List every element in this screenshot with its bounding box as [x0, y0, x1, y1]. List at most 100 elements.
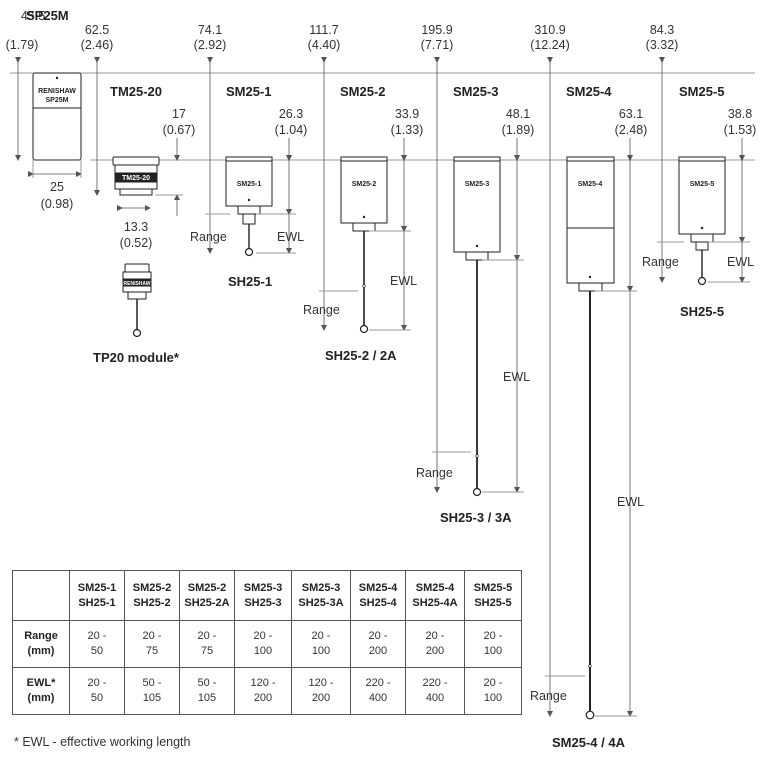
table-row-label: EWL*(mm)	[12, 667, 70, 715]
tm25-length-mm: 62.5	[85, 23, 109, 37]
sm4-title: SM25-4	[566, 84, 612, 99]
sm1-range-label: Range	[190, 230, 227, 244]
table-cell: 120 -200	[291, 667, 351, 715]
tm25-title: TM25-20	[110, 84, 162, 99]
table-cell: 50 -105	[179, 667, 235, 715]
sp25m-length-in: (1.79)	[6, 38, 39, 52]
sh3-title: SH25-3 / 3A	[440, 510, 512, 525]
sm2-ewl-label: EWL	[390, 274, 417, 288]
table-row-range: Range(mm) 20 -50 20 -75 20 -75 20 -100 2…	[12, 620, 522, 668]
sm5-body: SM25-5	[678, 156, 726, 286]
footnote: * EWL - effective working length	[14, 735, 191, 749]
sm4-range-label: Range	[530, 689, 567, 703]
table-cell: 20 -75	[179, 620, 235, 668]
sm3-body: SM25-3	[453, 156, 501, 497]
table-cell: 20 -100	[234, 620, 292, 668]
tm25-length-in: (2.46)	[81, 38, 114, 52]
tm25-body: TM25-20	[112, 156, 160, 196]
sm4-module-dim-in: (2.48)	[615, 123, 648, 137]
sm1-module-dim-mm: 26.3	[279, 107, 303, 121]
sm2-range-label: Range	[303, 303, 340, 317]
table-corner-cell	[12, 570, 70, 621]
tp20-body-text: RENISHAW	[124, 281, 151, 287]
sm5-length-mm: 84.3	[650, 23, 674, 37]
table-cell: 20 -200	[350, 620, 406, 668]
sm3-module-dim-in: (1.89)	[502, 123, 535, 137]
sm3-range-label: Range	[416, 466, 453, 480]
tm25-body-text: TM25-20	[122, 175, 150, 182]
sp25m-brand-text: RENISHAW	[38, 88, 76, 95]
sm4-body: SM25-4	[566, 156, 615, 720]
sm1-length-in: (2.92)	[194, 38, 227, 52]
sm4-length-mm: 310.9	[534, 23, 565, 37]
sm3-body-text: SM25-3	[465, 181, 490, 188]
sp25m-length-mm: 45.5	[21, 9, 45, 23]
sh5-title: SH25-5	[680, 304, 724, 319]
sm5-module-dim-in: (1.53)	[724, 123, 757, 137]
table-cell: 20 -100	[464, 620, 522, 668]
sm5-length-in: (3.32)	[646, 38, 679, 52]
sm4-module-dim-mm: 63.1	[619, 107, 643, 121]
sm1-length-mm: 74.1	[198, 23, 222, 37]
tm25-module-dim-mm: 17	[172, 107, 186, 121]
sm1-body-text: SM25-1	[237, 181, 262, 188]
sm5-range-label: Range	[642, 255, 679, 269]
table-cell: 20 -50	[69, 620, 125, 668]
sm4-length-in: (12.24)	[530, 38, 570, 52]
sm2-module-dim-in: (1.33)	[391, 123, 424, 137]
sp25m-width-mm: 25	[50, 180, 64, 194]
sm3-ewl-label: EWL	[503, 370, 530, 384]
sm2-body-text: SM25-2	[352, 181, 377, 188]
table-cell: 20 -100	[291, 620, 351, 668]
table-row-ewl: EWL*(mm) 20 -50 50 -105 50 -105 120 -200…	[12, 667, 522, 715]
table-cell: 20 -75	[124, 620, 180, 668]
sm3-length-mm: 195.9	[421, 23, 452, 37]
sm4-body-text: SM25-4	[578, 181, 603, 188]
sm5-ewl-label: EWL	[727, 255, 754, 269]
sp25m-model-text: SP25M	[46, 97, 69, 104]
table-row-label: Range(mm)	[12, 620, 70, 668]
sh4-title: SM25-4 / 4A	[552, 735, 626, 750]
tm25-width-mm: 13.3	[124, 220, 148, 234]
sm1-ewl-label: EWL	[277, 230, 304, 244]
sm3-length-in: (7.71)	[421, 38, 454, 52]
sm2-length-in: (4.40)	[308, 38, 341, 52]
sm3-module-dim-mm: 48.1	[506, 107, 530, 121]
sm5-title: SM25-5	[679, 84, 725, 99]
sm4-ewl-label: EWL	[617, 495, 644, 509]
table-cell: 120 -200	[234, 667, 292, 715]
sp25m-body: RENISHAW SP25M	[32, 72, 82, 161]
sp25m-width-in: (0.98)	[41, 197, 74, 211]
sm5-body-text: SM25-5	[690, 181, 715, 188]
sp25m-title: SP25M	[26, 8, 69, 23]
tm25-width-in: (0.52)	[120, 236, 153, 250]
table-cell: 20 -50	[69, 667, 125, 715]
sm2-module-dim-mm: 33.9	[395, 107, 419, 121]
table-cell: 20 -100	[464, 667, 522, 715]
tm25-module-dim-in: (0.67)	[163, 123, 196, 137]
sh2-title: SH25-2 / 2A	[325, 348, 397, 363]
tp20-module: RENISHAW	[122, 263, 152, 338]
sh1-title: SH25-1	[228, 274, 272, 289]
sm2-body: SM25-2	[340, 156, 388, 334]
sm2-length-mm: 111.7	[309, 23, 338, 37]
sm2-title: SM25-2	[340, 84, 386, 99]
sm5-module-dim-mm: 38.8	[728, 107, 752, 121]
table-cell: 220 -400	[405, 667, 465, 715]
sm3-title: SM25-3	[453, 84, 499, 99]
table-cell: 220 -400	[350, 667, 406, 715]
table-cell: 20 -200	[405, 620, 465, 668]
tp20-title: TP20 module*	[93, 350, 180, 365]
sm1-title: SM25-1	[226, 84, 272, 99]
